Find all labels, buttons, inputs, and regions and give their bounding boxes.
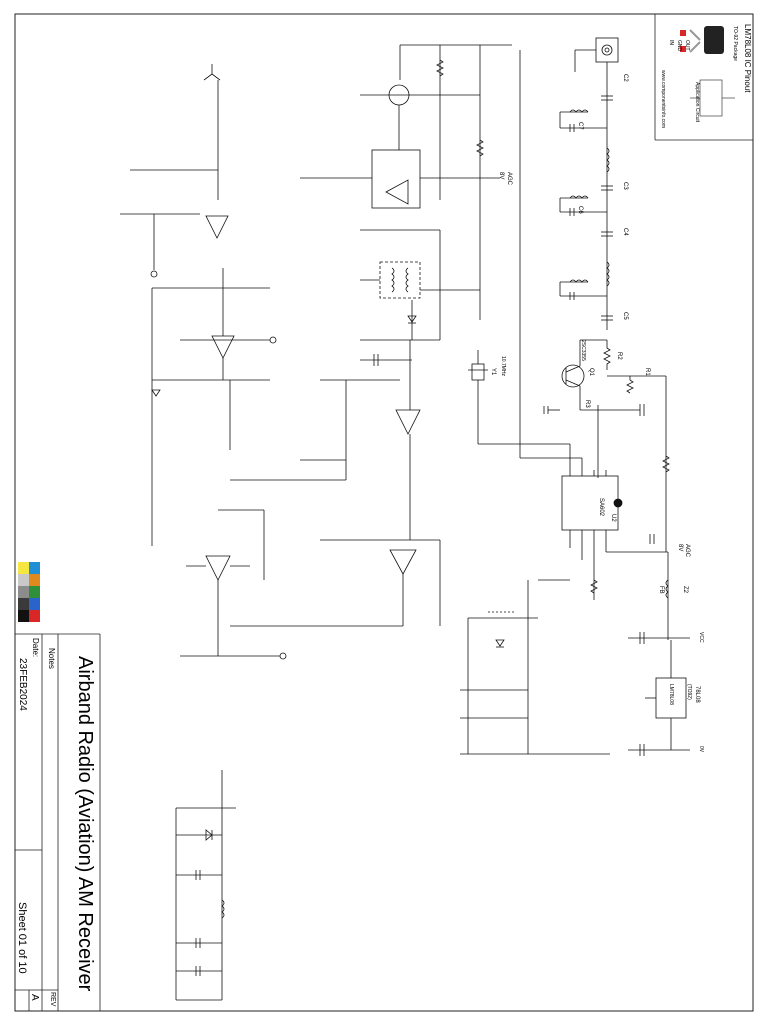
label-c2: C2 (622, 74, 628, 82)
label-reg-pkg: (TO92) (686, 684, 692, 700)
label-r3: R3 (584, 400, 590, 408)
label-u2: U2 (610, 514, 616, 522)
label-u2-part: SA602 (598, 498, 604, 517)
pinout-package: TO-92 Package (732, 26, 738, 61)
sheet-number: Sheet 01 of 10 (16, 902, 28, 974)
rev-label: REV (49, 992, 56, 1007)
label-c4: C4 (622, 228, 628, 236)
pinout-pin-gnd: GND (676, 40, 682, 52)
color-swatch (29, 562, 40, 574)
audio-stage (120, 64, 287, 660)
label-agc-voltage: 8V (677, 544, 683, 552)
label-fb: FB (658, 586, 664, 594)
color-swatches (18, 562, 40, 622)
aux-circuit (175, 770, 236, 1001)
color-swatch (18, 574, 29, 586)
title-block (15, 633, 101, 1011)
label-reg-part: LM78L08 (668, 684, 674, 705)
label-c3: C3 (622, 182, 628, 190)
if-stage (230, 44, 512, 627)
pinout-pin-in: IN (668, 40, 674, 45)
color-swatch (18, 598, 29, 610)
label-y1-part: 10.7MHz (500, 356, 506, 377)
power-supply (628, 552, 690, 756)
pinout-pin-out: OUT (684, 40, 690, 51)
pinout-panel (654, 14, 753, 141)
schematic-title: Airband Radio (Aviation) AM Receiver (74, 656, 96, 992)
color-swatch (29, 610, 40, 622)
label-q1-part: 2SC3355 (580, 340, 586, 361)
label-c6: C6 (577, 206, 583, 214)
date-value: 23FEB2024 (17, 658, 28, 711)
notes-label: Notes (47, 648, 56, 669)
label-0v: 0V (698, 746, 704, 753)
input-filter (543, 37, 670, 480)
label-agc-mid-voltage: 8V (498, 172, 504, 180)
color-swatch (18, 562, 29, 574)
label-y1: Y1 (490, 368, 496, 376)
pinout-heading: LM78L08 IC Pinout (743, 24, 752, 93)
label-r1: R1 (644, 368, 650, 376)
label-c7: C7 (577, 122, 583, 130)
label-q1: Q1 (588, 368, 594, 377)
color-swatch (18, 610, 29, 622)
mixer-u2 (468, 50, 668, 580)
label-z2: Z2 (682, 586, 688, 594)
label-agc-right: AGC (684, 544, 690, 558)
color-swatch (29, 586, 40, 598)
label-vcc: VCC (698, 632, 704, 643)
color-swatch (29, 574, 40, 586)
color-swatch (18, 586, 29, 598)
label-r2: R2 (616, 352, 622, 360)
sheet-border (14, 13, 754, 1012)
pinout-url: www.componentsinfo.com (660, 70, 666, 129)
label-reg: 78L08 (694, 686, 700, 703)
pinout-app-circuit: Application Circuit (694, 82, 700, 123)
date-label: Date: (31, 638, 40, 658)
rev-value: A (29, 994, 40, 1001)
label-agc-mid: AGC (506, 172, 512, 186)
color-swatch (29, 598, 40, 610)
bottom-stage (460, 579, 610, 755)
label-c5: C5 (622, 312, 628, 320)
